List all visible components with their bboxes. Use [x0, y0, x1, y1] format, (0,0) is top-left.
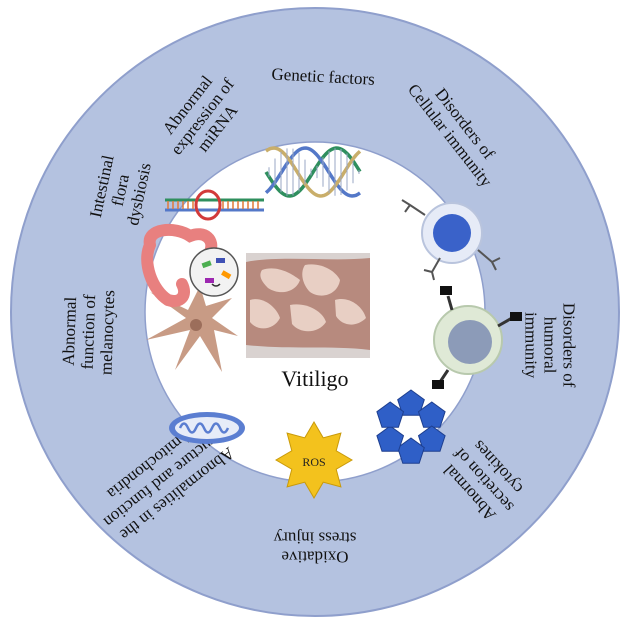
melanocyte-icon: [146, 286, 238, 372]
dna-helix-icon: [264, 146, 362, 198]
vitiligo-skin-photo: [246, 253, 370, 358]
factor-label-line: Abnormal: [59, 296, 80, 366]
intestine-bacteria-icon: [141, 224, 239, 307]
factor-label-oxidative: Oxidativestress injury: [273, 529, 356, 567]
cytokine-pentagon: [376, 401, 405, 428]
factor-label-line: melanocytes: [96, 290, 118, 376]
factor-label-line: function of: [78, 294, 100, 370]
cytokine-pentagon: [397, 389, 425, 416]
mirna-hairpin-icon: [165, 189, 264, 221]
helix-strand: [264, 146, 362, 198]
factor-label-line: Disorders of: [560, 303, 579, 388]
cytokine-pentagon: [417, 425, 446, 452]
ros-star-icon: ROS: [275, 421, 353, 499]
factor-label-melanocytes: Abnormalfunction ofmelanocytes: [58, 288, 118, 375]
b-cell-icon: [432, 286, 522, 389]
factor-label-humoral: Disorders ofhumoralimmunity: [522, 303, 579, 388]
center-label: Vitiligo: [281, 366, 348, 391]
ros-label: ROS: [302, 455, 325, 469]
factor-label-line: stress injury: [273, 529, 356, 548]
cytokine-pentagon: [376, 425, 405, 452]
cytokine-pentagons-icon: [376, 389, 446, 464]
factor-label-line: Oxidative: [281, 548, 348, 567]
t-cell-icon: [401, 199, 501, 281]
helix-strand: [264, 146, 362, 198]
factor-label-line: immunity: [522, 312, 541, 379]
helix-strand: [264, 146, 362, 198]
mitochondrion-icon: [169, 412, 245, 444]
factor-label-line: humoral: [541, 317, 560, 374]
